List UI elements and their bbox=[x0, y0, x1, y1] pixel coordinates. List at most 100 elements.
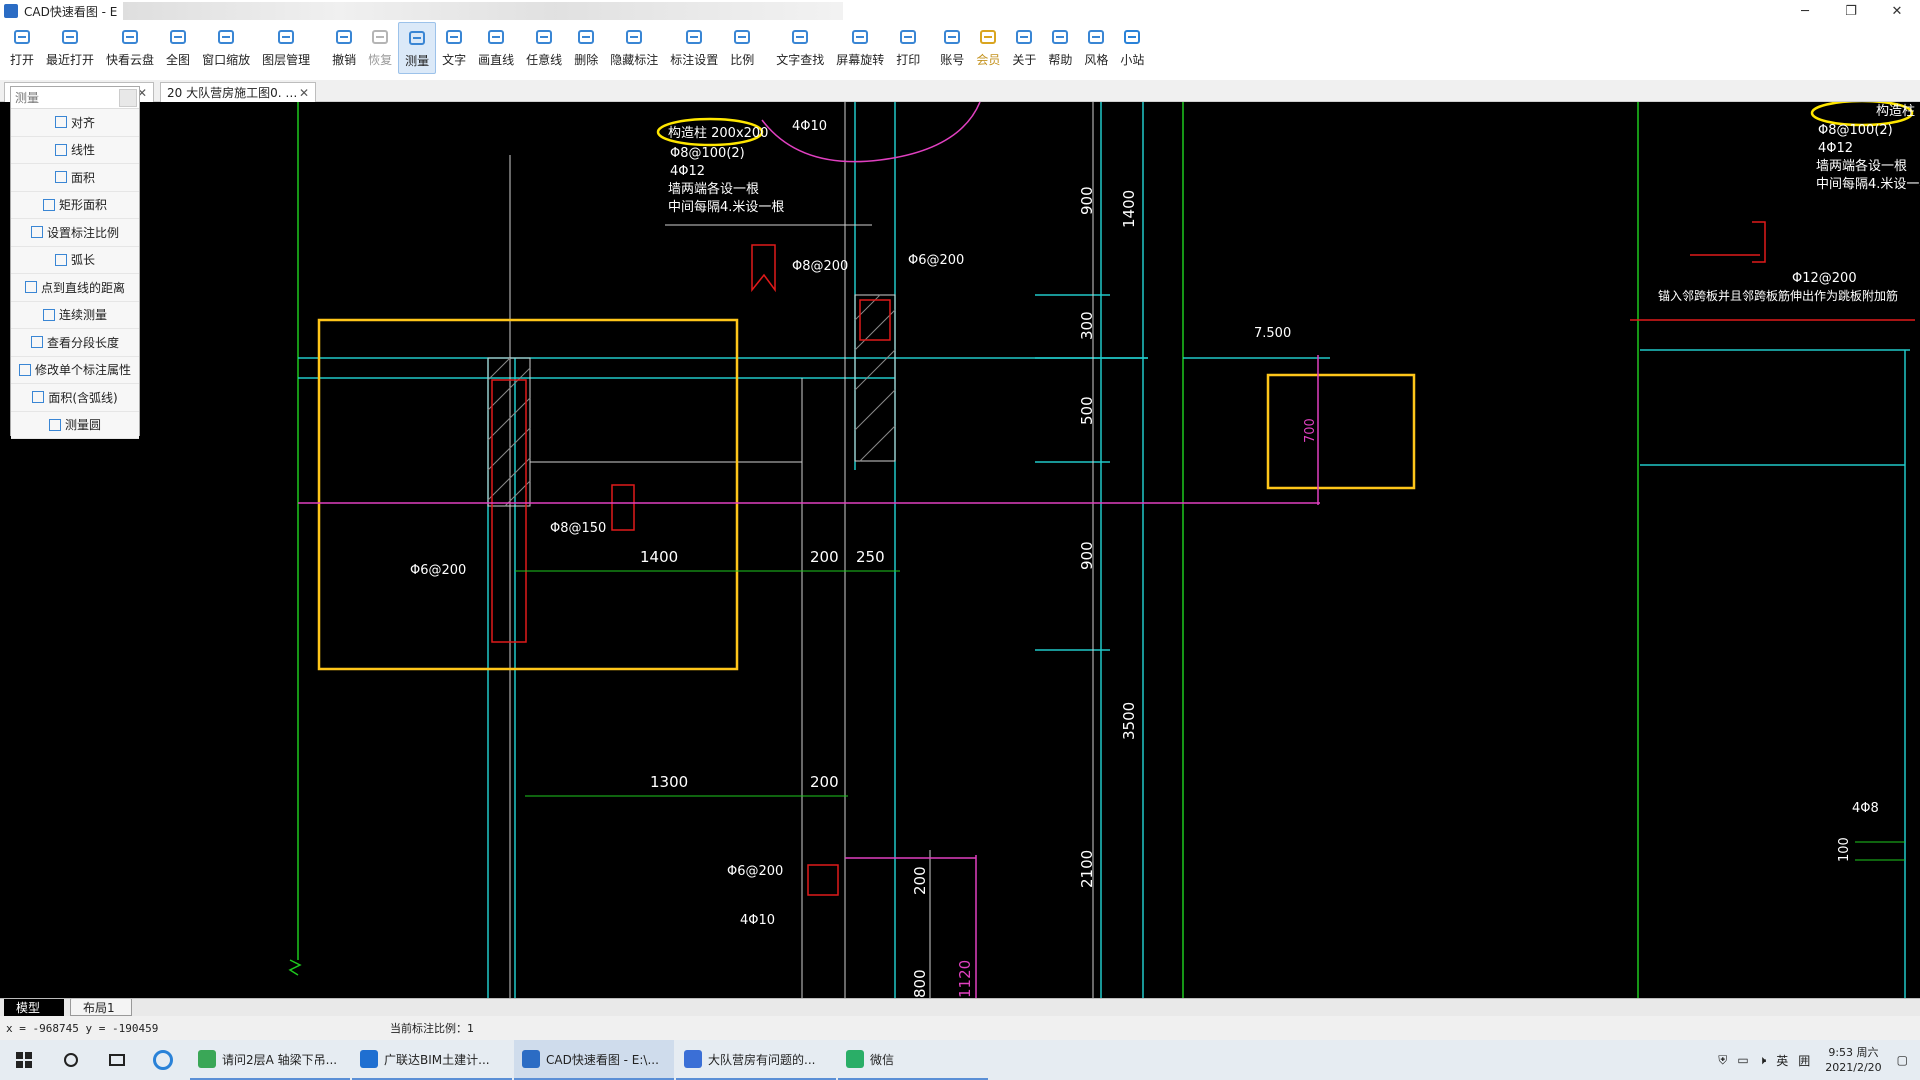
toolbar-button[interactable]: 关于 bbox=[1006, 22, 1042, 74]
cad-text: 700 bbox=[1303, 418, 1318, 443]
measure-item-label: 连续测量 bbox=[58, 308, 107, 323]
cad-text: 800 bbox=[911, 969, 929, 998]
toolbar-button[interactable]: 任意线 bbox=[520, 22, 568, 74]
toolbar-button[interactable]: 文字查找 bbox=[770, 22, 830, 74]
scale-icon bbox=[731, 26, 753, 48]
measure-item[interactable]: 弧长 bbox=[11, 246, 139, 274]
maximize-button[interactable]: ❐ bbox=[1845, 3, 1857, 19]
toolbar-button-label: 任意线 bbox=[526, 53, 563, 67]
browser-button[interactable] bbox=[140, 1040, 186, 1080]
toolbar-button[interactable]: 文字 bbox=[436, 22, 472, 74]
toolbar-button[interactable]: 风格 bbox=[1078, 22, 1114, 74]
toolbar-button[interactable]: 打开 bbox=[4, 22, 40, 74]
toolbar-button[interactable]: 账号 bbox=[934, 22, 970, 74]
taskbar-app[interactable]: 大队营房有问题的... bbox=[676, 1040, 836, 1080]
close-button[interactable]: ✕ bbox=[1891, 3, 1903, 19]
toolbar-button[interactable]: 删除 bbox=[568, 22, 604, 74]
close-tab-icon[interactable]: ✕ bbox=[136, 85, 147, 100]
info-icon bbox=[1013, 26, 1035, 48]
toolbar-button[interactable]: 画直线 bbox=[472, 22, 520, 74]
toolbar-button-label: 打开 bbox=[10, 53, 35, 67]
measure-item[interactable]: 面积 bbox=[11, 164, 139, 192]
cad-text: 墙两端各设一根 bbox=[1816, 158, 1907, 174]
cad-text: 4Φ12 bbox=[1818, 141, 1853, 156]
cad-text: 1400 bbox=[1120, 190, 1138, 228]
tab-layout1[interactable]: 布局1 bbox=[70, 999, 132, 1016]
toolbar-button-label: 恢复 bbox=[368, 53, 393, 67]
toolbar-button[interactable]: 标注设置 bbox=[664, 22, 724, 74]
close-tab-icon[interactable]: ✕ bbox=[298, 85, 309, 100]
toolbar-button[interactable]: 测量 bbox=[398, 22, 437, 74]
measure-item[interactable]: 线性 bbox=[11, 136, 139, 164]
clock-time: 9:53 周六 bbox=[1828, 1046, 1879, 1059]
search-button[interactable] bbox=[48, 1040, 94, 1080]
toolbar-button[interactable]: 会员 bbox=[970, 22, 1006, 74]
volume-icon[interactable]: 🕨 bbox=[1758, 1052, 1767, 1067]
security-icon[interactable]: ⛨ bbox=[1718, 1052, 1728, 1067]
measure-item[interactable]: 对齐 bbox=[11, 109, 139, 137]
toolbar-button-label: 画直线 bbox=[478, 53, 515, 67]
toolbar-button[interactable]: 小站 bbox=[1114, 22, 1150, 74]
measure-item[interactable]: 面积(含弧线) bbox=[11, 384, 139, 412]
app-icon bbox=[846, 1050, 864, 1068]
toolbar-button-label: 打印 bbox=[896, 53, 921, 67]
ime-mode[interactable]: 囲 bbox=[1798, 1053, 1811, 1068]
start-button[interactable] bbox=[0, 1040, 48, 1080]
measure-item-label: 测量圆 bbox=[64, 418, 101, 433]
notification-icon[interactable]: ▢ bbox=[1896, 1053, 1908, 1067]
toolbar-button[interactable]: 比例 bbox=[724, 22, 760, 74]
measure-item[interactable]: 查看分段长度 bbox=[11, 329, 139, 357]
cad-canvas[interactable]: 构造柱 200x200 Φ8@100(2) 4Φ12 墙两端各设一根 中间每隔4… bbox=[0, 102, 1920, 998]
cad-rect bbox=[317, 318, 739, 671]
search-button[interactable] bbox=[119, 88, 137, 107]
cad-rect bbox=[1266, 373, 1416, 490]
toolbar-button[interactable]: 打印 bbox=[890, 22, 926, 74]
taskbar-app[interactable]: 微信 bbox=[838, 1040, 988, 1080]
rebar-outline bbox=[807, 864, 839, 896]
toolbar-button[interactable]: 屏幕旋转 bbox=[830, 22, 890, 74]
toolbar-button[interactable]: 帮助 bbox=[1042, 22, 1078, 74]
clock[interactable]: 9:53 周六 2021/2/20 bbox=[1825, 1045, 1881, 1075]
measure-item[interactable]: 设置标注比例 bbox=[11, 219, 139, 247]
measure-item[interactable]: 测量圆 bbox=[11, 411, 139, 439]
measure-search-input[interactable] bbox=[11, 87, 119, 108]
task-view-button[interactable] bbox=[94, 1040, 140, 1080]
cad-text: Φ8@200 bbox=[792, 259, 848, 274]
measure-item[interactable]: 修改单个标注属性 bbox=[11, 356, 139, 384]
toolbar-button-label: 测量 bbox=[405, 54, 430, 68]
taskbar-app[interactable]: 广联达BIM土建计... bbox=[352, 1040, 512, 1080]
measure-item[interactable]: 矩形面积 bbox=[11, 191, 139, 219]
taskbar-app-label: CAD快速看图 - E:\... bbox=[546, 1052, 659, 1067]
taskbar-app[interactable]: 请问2层A 轴梁下吊... bbox=[190, 1040, 350, 1080]
status-bar: x = -968745 y = -190459 当前标注比例：1 bbox=[0, 1016, 1920, 1040]
minimize-button[interactable]: ─ bbox=[1801, 3, 1809, 19]
main-toolbar: 打开最近打开快看云盘全图窗口缩放图层管理撤销恢复测量文字画直线任意线删除隐藏标注… bbox=[0, 22, 1920, 76]
toolbar-button[interactable]: 隐藏标注 bbox=[604, 22, 664, 74]
cad-text: 200 bbox=[810, 773, 839, 791]
toolbar-button[interactable]: 快看云盘 bbox=[100, 22, 160, 74]
toolbar-button[interactable]: 图层管理 bbox=[256, 22, 316, 74]
folder-open-icon bbox=[11, 26, 33, 48]
toolbar-button[interactable]: 窗口缩放 bbox=[196, 22, 256, 74]
measure-item[interactable]: 点到直线的距离 bbox=[11, 274, 139, 302]
cad-text: 构造柱 200x200 bbox=[668, 126, 768, 141]
ime-indicator[interactable]: 英 bbox=[1776, 1053, 1789, 1068]
toolbar-button[interactable]: 最近打开 bbox=[40, 22, 100, 74]
network-icon[interactable]: ▭ bbox=[1737, 1053, 1749, 1067]
help-icon bbox=[1049, 26, 1071, 48]
taskbar-app-label: 微信 bbox=[870, 1052, 895, 1067]
measure-item[interactable]: 连续测量 bbox=[11, 301, 139, 329]
measure-tool-icon bbox=[54, 253, 67, 266]
toolbar-button[interactable]: 全图 bbox=[160, 22, 196, 74]
app-icon bbox=[684, 1050, 702, 1068]
toolbar-button[interactable]: 恢复 bbox=[362, 22, 398, 74]
toolbar-button[interactable]: 撤销 bbox=[326, 22, 362, 74]
doc-tab-2[interactable]: 20 大队营房施工图0. … ✕ bbox=[160, 82, 316, 102]
cad-text: 300 bbox=[1078, 311, 1096, 340]
cad-line bbox=[751, 244, 776, 293]
cad-text: 1120 bbox=[956, 960, 974, 998]
tab-model[interactable]: 模型 bbox=[4, 999, 64, 1016]
toolbar-button-label: 快看云盘 bbox=[106, 53, 155, 67]
taskbar-app[interactable]: CAD快速看图 - E:\... bbox=[514, 1040, 674, 1080]
cad-text: 3500 bbox=[1120, 702, 1138, 740]
